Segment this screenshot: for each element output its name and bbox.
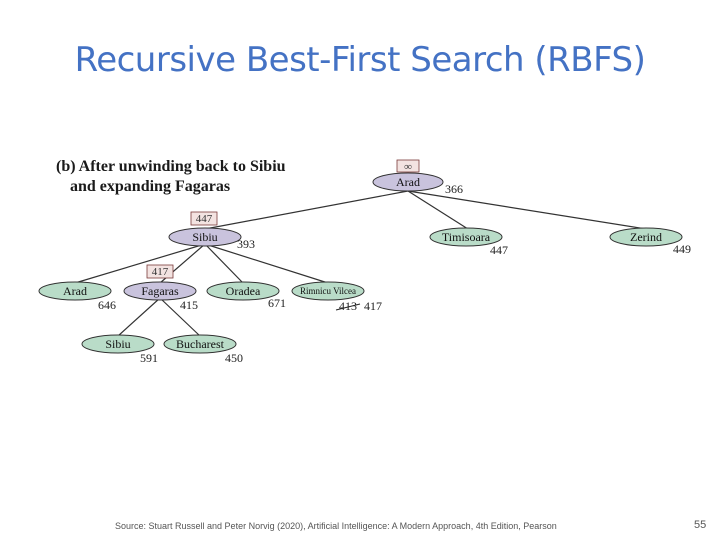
edge-fagaras-bucharest [159, 297, 201, 337]
node-label-timisoara: Timisoara [442, 230, 491, 244]
edge-sibiu-rimnicu [204, 243, 329, 284]
f-value-arad-root: 366 [445, 182, 463, 196]
limit-value-fagaras: 417 [152, 266, 169, 278]
f-value-bucharest: 450 [225, 351, 243, 365]
node-fagaras: Fagaras [123, 281, 197, 301]
strike-through-rimnicu-old [335, 303, 361, 311]
edge-arad-zerind [407, 190, 647, 230]
node-oradea: Oradea [206, 281, 280, 301]
node-sibiu: Sibiu [168, 227, 242, 247]
node-label-sibiu-2: Sibiu [105, 337, 130, 351]
f-value-rimnicu: 417 [364, 299, 382, 313]
f-value-fagaras: 415 [180, 298, 198, 312]
tree-edges [74, 190, 647, 337]
node-arad-root: Arad [372, 172, 444, 192]
diagram-caption-line2: and expanding Fagaras [70, 178, 230, 195]
f-value-zerind: 449 [673, 242, 691, 256]
limit-box-arad-root: ∞ [396, 159, 420, 173]
edge-arad-timisoara [407, 190, 469, 230]
node-bucharest: Bucharest [163, 334, 237, 354]
node-sibiu-2: Sibiu [81, 334, 155, 354]
slide-title: Recursive Best-First Search (RBFS) [74, 40, 646, 80]
limit-box-sibiu: 447 [190, 211, 218, 226]
f-value-timisoara: 447 [490, 243, 508, 257]
diagram-caption-line1: (b) After unwinding back to Sibiu [56, 158, 286, 175]
node-label-oradea: Oradea [226, 284, 261, 298]
limit-box-fagaras: 417 [146, 264, 174, 279]
limit-value-sibiu: 447 [196, 213, 213, 225]
edge-fagaras-sibiu [117, 297, 161, 337]
node-label-arad-2: Arad [63, 284, 87, 298]
node-arad-2: Arad [38, 281, 112, 301]
edge-sibiu-arad [74, 243, 206, 284]
limit-value-arad-root: ∞ [404, 161, 412, 173]
f-value-sibiu: 393 [237, 237, 255, 251]
f-value-rimnicu-old: 413 [339, 299, 357, 313]
edge-arad-sibiu [204, 190, 409, 230]
page-number: 55 [694, 519, 707, 531]
node-label-sibiu: Sibiu [192, 230, 217, 244]
node-label-arad-root: Arad [396, 175, 420, 189]
node-zerind: Zerind [609, 227, 683, 247]
f-value-oradea: 671 [268, 296, 286, 310]
node-timisoara: Timisoara [429, 227, 503, 247]
source-footer: Source: Stuart Russell and Peter Norvig … [115, 521, 557, 531]
node-label-rimnicu-vilcea: Rimnicu Vilcea [300, 286, 356, 296]
node-label-zerind: Zerind [630, 230, 662, 244]
node-rimnicu-vilcea: Rimnicu Vilcea [291, 281, 365, 301]
f-value-sibiu-2: 591 [140, 351, 158, 365]
edge-sibiu-oradea [204, 243, 244, 284]
node-label-fagaras: Fagaras [141, 284, 179, 298]
node-label-bucharest: Bucharest [176, 337, 225, 351]
f-value-arad-2: 646 [98, 298, 116, 312]
